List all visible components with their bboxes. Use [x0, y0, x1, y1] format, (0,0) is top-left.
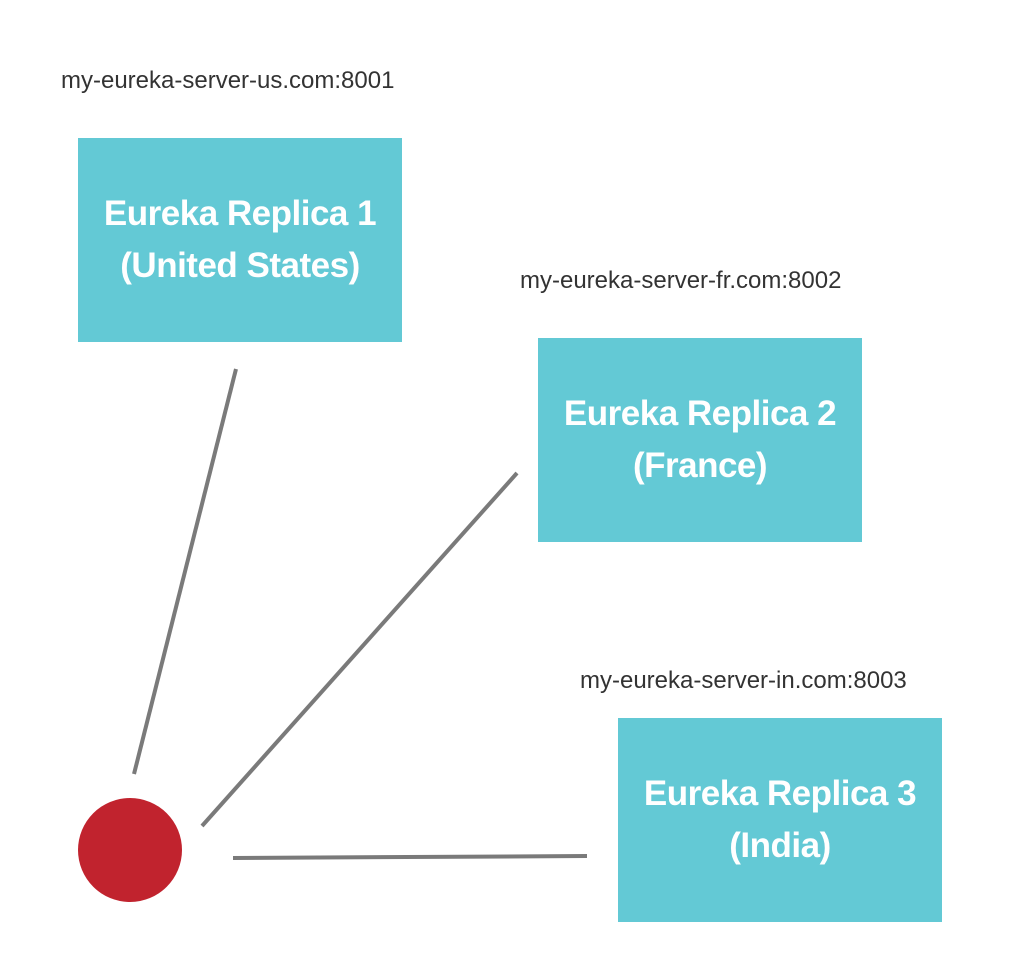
- client-node: [78, 798, 182, 902]
- replica-3-name: Eureka Replica 3: [643, 774, 917, 813]
- replica-1-region: (United States): [120, 246, 360, 285]
- replica-1-host-label: my-eureka-server-us.com:8001: [61, 67, 395, 94]
- replica-2-name: Eureka Replica 2: [563, 394, 837, 433]
- replica-2-host-label: my-eureka-server-fr.com:8002: [520, 267, 842, 294]
- replica-2-box: Eureka Replica 2 (France): [538, 338, 862, 542]
- link-client-replica-1: [132, 368, 238, 775]
- replica-2-region: (France): [632, 446, 768, 485]
- replica-1-box: Eureka Replica 1 (United States): [78, 138, 402, 342]
- replica-3-host-label: my-eureka-server-in.com:8003: [580, 667, 907, 694]
- replica-3-box: Eureka Replica 3 (India): [618, 718, 942, 922]
- replica-3-region: (India): [729, 826, 831, 865]
- link-client-replica-2: [200, 471, 519, 828]
- replica-1-name: Eureka Replica 1: [103, 194, 377, 233]
- link-client-replica-3: [232, 854, 588, 860]
